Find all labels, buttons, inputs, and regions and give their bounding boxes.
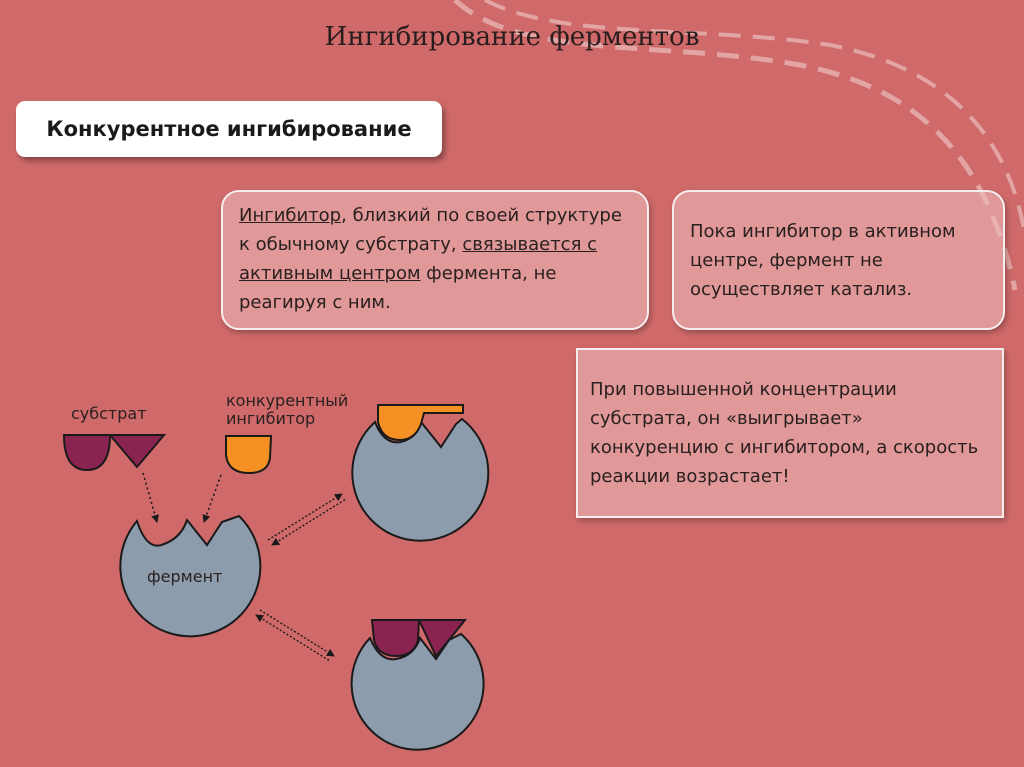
subtitle-box: Конкурентное ингибирование [16,101,442,157]
definition-box: Ингибитор, близкий по своей структуре к … [221,190,649,330]
enzyme-substrate-complex-enzyme [350,632,485,751]
reversible-arrow-substrate [255,609,335,662]
enzyme-label: фермент [147,567,223,586]
inhibitor-molecule [225,435,273,475]
inhibitor-label-line2: ингибитор [226,409,316,428]
enzyme-substrate-complex-substrate [417,619,468,658]
enzyme-inhibitor-complex-inhibitor [377,404,464,442]
decorative-dashed-curve [453,0,1018,291]
concentration-note-text: При повышенной концентрации субстрата, о… [590,379,979,487]
inhibitor-binding-arrow [202,474,222,523]
definition-text-1: , близкий по своей структуре к обычному … [239,205,622,255]
definition-text-2: фермента, не реагируя с ним. [239,263,557,313]
catalysis-note-text: Пока ингибитор в активном центре, фермен… [690,221,956,300]
substrate-binding-arrow [142,472,159,523]
concentration-note-box: При повышенной концентрации субстрата, о… [576,348,1004,518]
enzyme-inhibitor-complex-enzyme [351,417,490,542]
inhibitor-label-line1: конкурентный [226,391,349,410]
catalysis-note-box: Пока ингибитор в активном центре, фермен… [672,190,1005,330]
term-inhibitor: Ингибитор [239,205,342,226]
reversible-arrow-inhibitor [267,493,347,546]
substrate-label: субстрат [71,404,147,423]
enzyme-substrate-complex-substrate [370,619,421,658]
binding-phrase: связывается с активным центром [239,234,598,284]
substrate-molecule [107,434,167,469]
decorative-dashed-curve [484,0,1024,231]
inhibitor-label: конкурентный ингибитор [226,392,348,428]
subtitle-text: Конкурентное ингибирование [46,117,412,141]
substrate-molecule [62,434,112,472]
free-enzyme [119,514,262,638]
slide-title: Ингибирование ферментов [324,22,700,52]
